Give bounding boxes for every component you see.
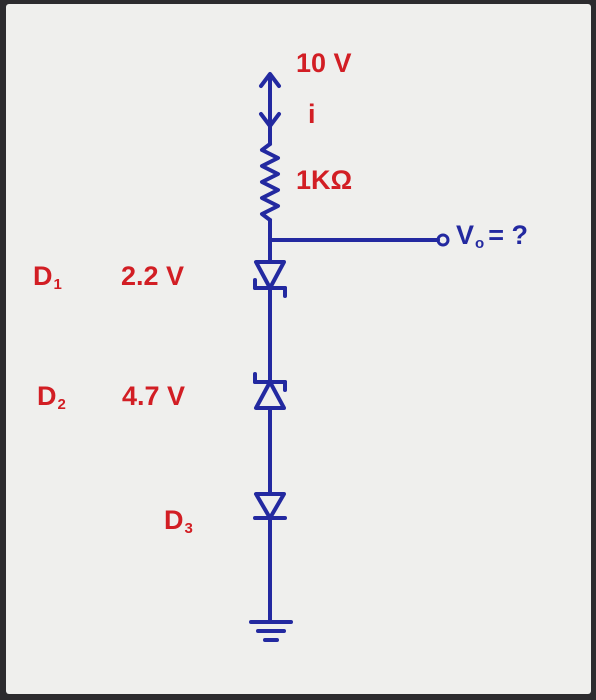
diode-d2-name: D2 [37,381,66,413]
diagram-sheet: 10 V i 1KΩ Vo= ? D1 2.2 V D2 4.7 V D3 [6,4,591,694]
resistor-icon [260,142,280,222]
resistor-value-label: 1KΩ [296,165,353,195]
current-arrow-icon [259,72,281,128]
output-voltage-label: Vo= ? [456,220,528,252]
ground-icon [249,620,293,642]
circuit-schematic [249,72,450,642]
diode-d2-voltage: 4.7 V [122,381,186,411]
supply-voltage-label: 10 V [296,48,352,78]
output-terminal-icon [436,233,450,247]
diode-d3-icon [253,492,287,520]
diode-d3-name: D3 [164,505,193,537]
diode-d1-voltage: 2.2 V [121,261,185,291]
current-label: i [308,99,316,129]
diode-d1-name: D1 [33,261,62,293]
